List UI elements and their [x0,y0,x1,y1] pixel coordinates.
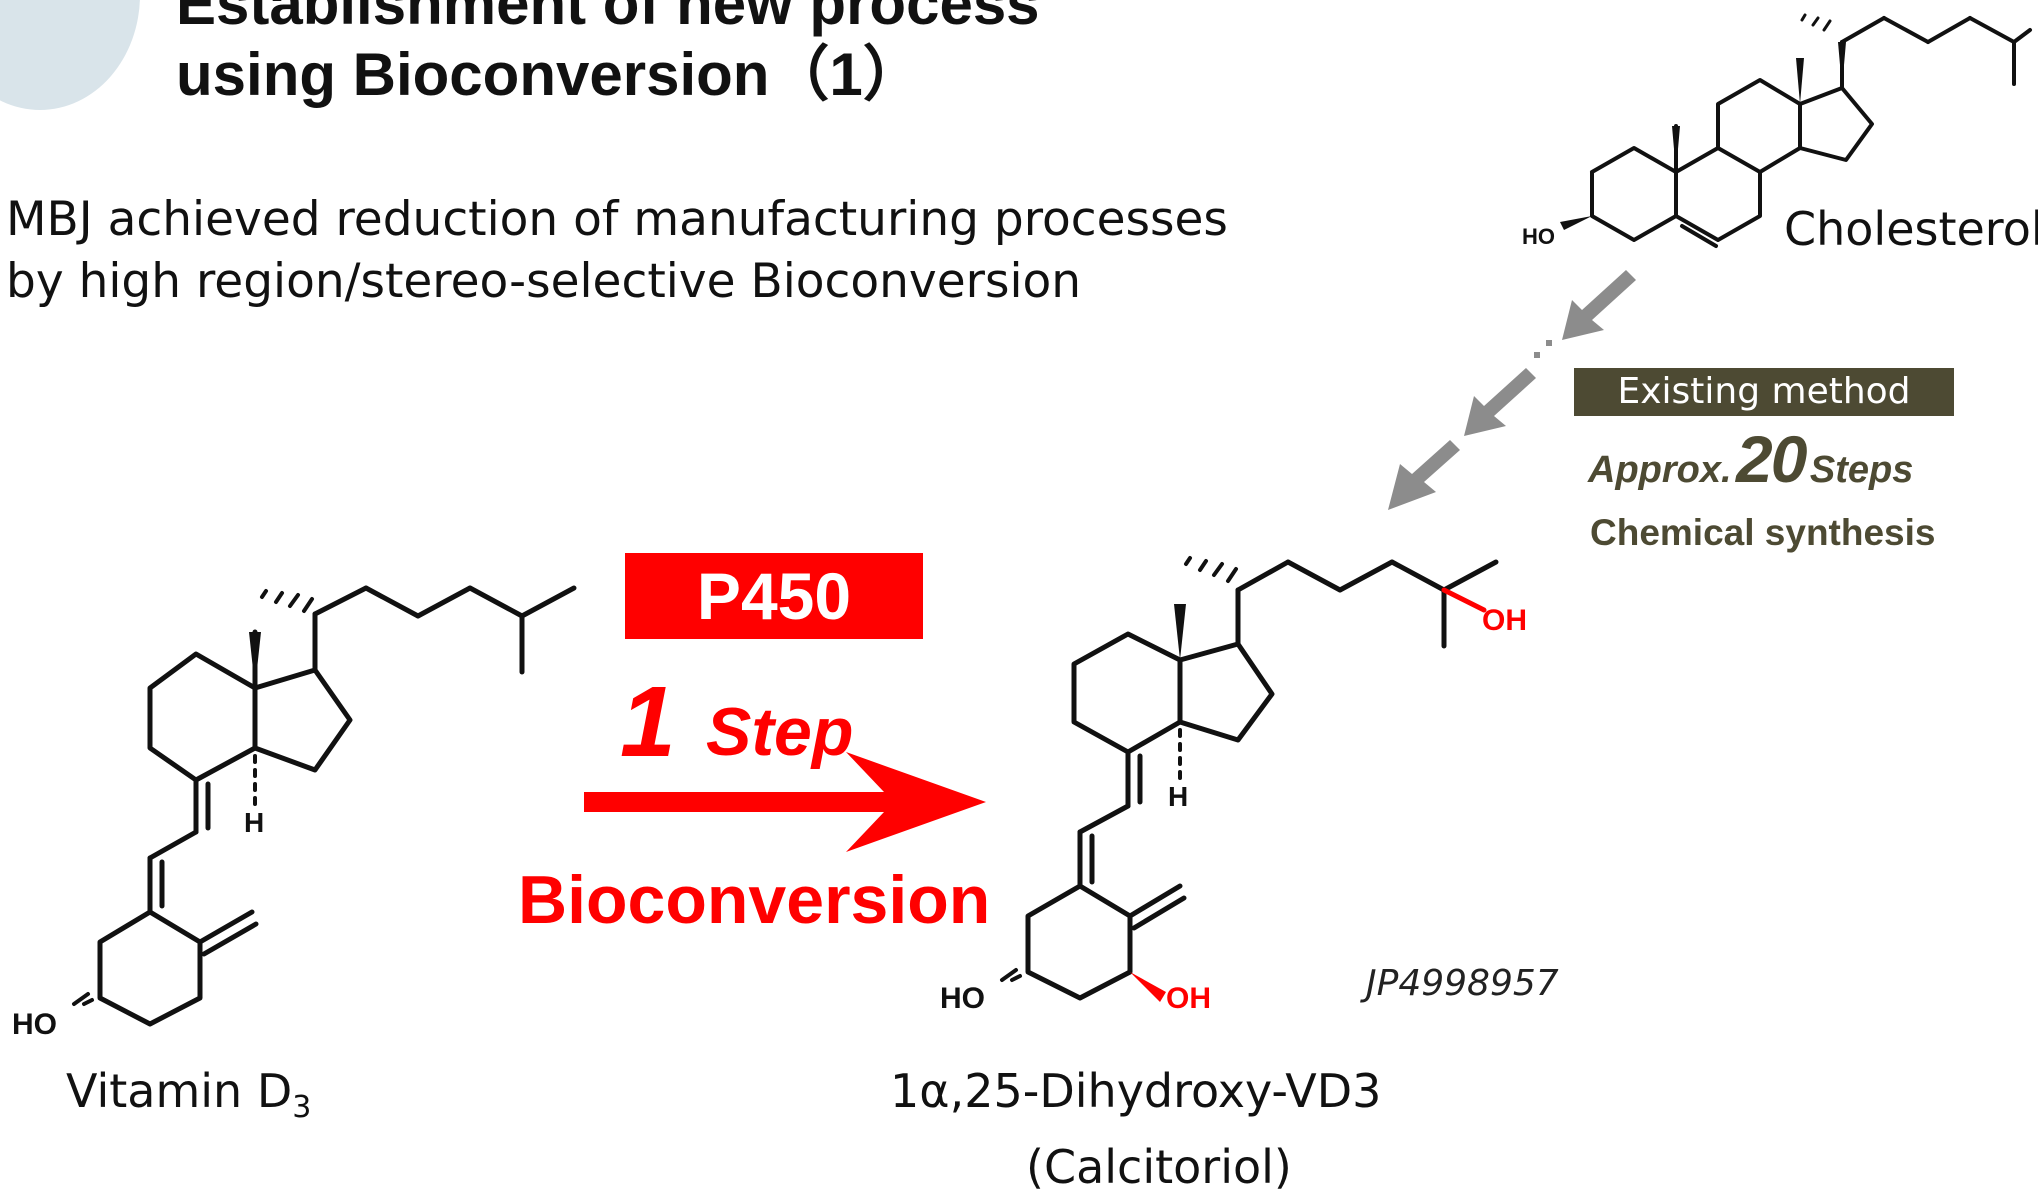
intro-text-line1: MBJ achieved reduction of manufacturing … [6,192,1228,247]
method-label: Bioconversion [518,862,991,938]
cholesterol-name: Cholesterol [1784,202,2038,256]
existing-method-dots [1534,340,1552,358]
chol-methyl-wedge-1 [1672,126,1680,172]
vitamin-d3-structure [72,585,577,1027]
reaction-arrow [584,752,986,852]
chol-methyl-wedge-3 [1838,42,1846,88]
calc-1-oh-label: OH [1166,982,1211,1015]
page-title-line2: using Bioconversion（1） [176,41,923,108]
enzyme-badge: P450 [625,553,923,639]
existing-method-arrows [1388,270,1636,510]
calcitriol-structure [1000,556,1499,1001]
approx-suffix: Steps [1809,449,1914,491]
chol-ho-label: HO [1522,224,1555,249]
existing-method-badge: Existing method [1574,368,1954,416]
vd3-h-label: H [244,807,264,838]
chol-methyl-wedge-2 [1796,58,1804,104]
calc-oh-wedge [1130,972,1166,1002]
vd3-methyl-wedge [249,632,261,688]
product-name-line1: 1α,25-Dihydroxy-VD3 [890,1064,1382,1118]
product-name-line2: (Calcitoriol) [1026,1140,1292,1194]
intro-text-line2: by high region/stereo-selective Bioconve… [6,254,1082,309]
patent-number: JP4998957 [1366,963,1559,1004]
calc-25-oh-label: OH [1482,604,1527,637]
approx-prefix: Approx. [1588,449,1732,491]
approx-count: 20 [1736,422,1807,496]
page-title-line1: Establishment of new process [176,0,1040,37]
calc-h-label: H [1168,781,1188,812]
existing-method-description: Chemical synthesis [1590,512,1936,553]
chol-ho-wedge [1560,216,1592,230]
approx-steps: Approx. 20 Steps [1588,426,1913,492]
vd3-ho-label: HO [12,1008,57,1041]
vitamin-d3-name: Vitamin D3 [66,1064,312,1126]
step-word: Step [706,694,854,770]
calc-ho-label: HO [940,982,985,1015]
calc-methyl-wedge [1174,604,1186,660]
step-count: 1 [620,666,676,778]
